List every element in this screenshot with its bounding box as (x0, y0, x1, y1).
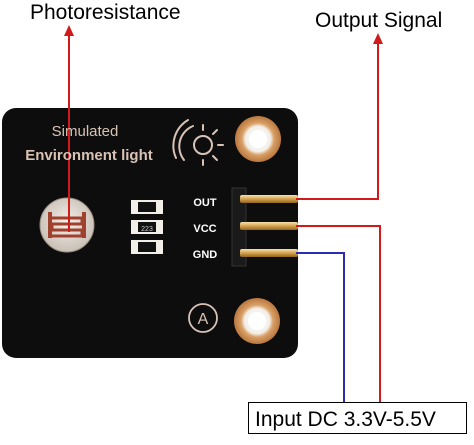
pin-gnd (240, 249, 298, 257)
input-dc-label: Input DC 3.3V-5.5V (255, 408, 436, 431)
input-dc-box: Input DC 3.3V-5.5V (248, 402, 467, 434)
photoresistor-component (39, 197, 95, 253)
output-signal-label: Output Signal (315, 9, 443, 32)
output-signal-wire (296, 33, 383, 200)
pin-vcc (240, 222, 298, 230)
pin-label-out: OUT (193, 197, 217, 209)
mounting-hole-top (235, 116, 281, 162)
gnd-wire (296, 252, 345, 402)
board-title-line1: Simulated (52, 123, 119, 140)
chip-code: 223 (141, 226, 153, 233)
pin-label-vcc: VCC (193, 223, 216, 235)
analog-badge-letter: A (198, 311, 209, 328)
photoresistance-label: Photoresistance (30, 1, 181, 24)
mounting-hole-bottom (234, 298, 280, 344)
sun-icon (172, 119, 224, 166)
pin-header (231, 187, 298, 267)
analog-badge-icon (188, 303, 218, 333)
vcc-wire (296, 225, 381, 402)
pin-label-gnd: GND (193, 249, 218, 261)
smd-components (131, 200, 163, 254)
photoresistance-arrow (64, 25, 74, 232)
board-title-line2: Environment light (25, 147, 153, 164)
pin-out (240, 195, 298, 203)
